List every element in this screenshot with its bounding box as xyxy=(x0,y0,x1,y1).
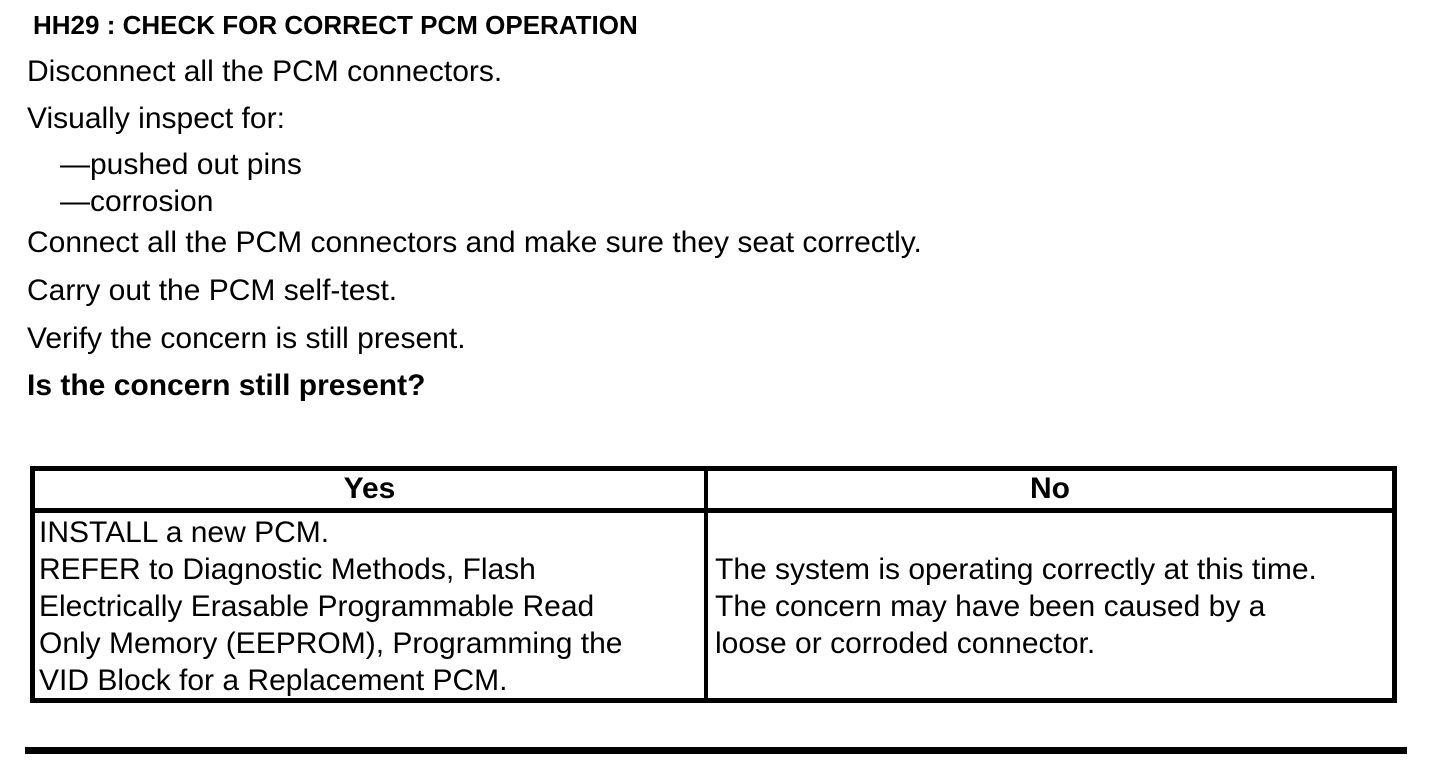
step-disconnect-connectors: Disconnect all the PCM connectors. xyxy=(27,55,503,88)
step-reconnect-connectors: Connect all the PCM connectors and make … xyxy=(27,226,922,259)
inspect-item-corrosion: —corrosion xyxy=(60,185,214,218)
section-divider-rule xyxy=(25,747,1407,754)
step-visually-inspect: Visually inspect for: xyxy=(27,102,285,135)
no-column-header: No xyxy=(1030,472,1070,505)
no-cell-line: The system is operating correctly at thi… xyxy=(715,552,1317,586)
no-action-cell: The system is operating correctly at thi… xyxy=(708,513,1392,699)
yes-cell-line: Electrically Erasable Programmable Read xyxy=(39,590,595,623)
yes-cell-line: VID Block for a Replacement PCM. xyxy=(39,664,508,697)
pinpoint-test-title: HH29 : CHECK FOR CORRECT PCM OPERATION xyxy=(33,10,638,40)
decision-table-body-row: INSTALL a new PCM. REFER to Diagnostic M… xyxy=(35,513,1392,699)
decision-question: Is the concern still present? xyxy=(27,369,426,402)
step-pcm-self-test: Carry out the PCM self-test. xyxy=(27,274,398,307)
yes-column-header: Yes xyxy=(35,471,708,508)
decision-table-header-row: Yes No xyxy=(35,471,1392,513)
no-cell-line: The concern may have been caused by a xyxy=(715,589,1266,623)
inspect-item-pushed-out-pins: —pushed out pins xyxy=(60,148,302,181)
yes-cell-line: REFER to Diagnostic Methods, Flash xyxy=(39,553,536,586)
no-cell-line: loose or corroded connector. xyxy=(715,626,1096,660)
decision-table: Yes No INSTALL a new PCM. REFER to Diagn… xyxy=(30,466,1397,703)
yes-cell-line: Only Memory (EEPROM), Programming the xyxy=(39,627,623,660)
step-verify-concern: Verify the concern is still present. xyxy=(27,322,466,355)
yes-action-cell: INSTALL a new PCM. REFER to Diagnostic M… xyxy=(35,513,708,699)
yes-cell-line: INSTALL a new PCM. xyxy=(39,516,330,549)
